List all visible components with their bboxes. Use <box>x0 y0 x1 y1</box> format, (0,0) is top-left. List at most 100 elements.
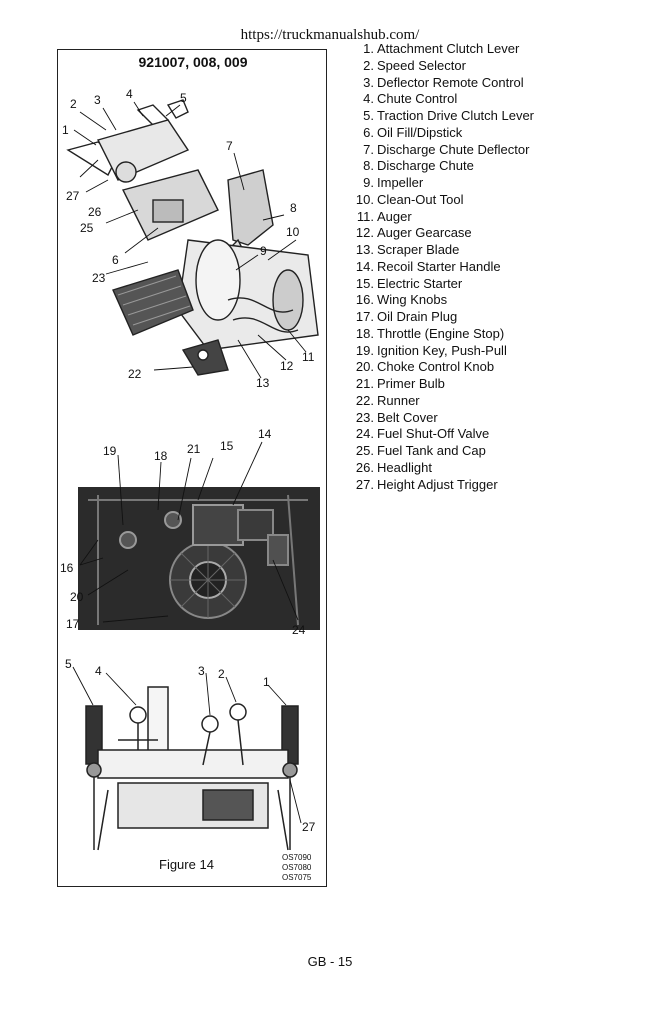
part-label: Clean-Out Tool <box>377 191 464 207</box>
part-number: 15. <box>355 275 374 291</box>
callout-26: 26 <box>88 205 102 219</box>
callout-b5: 5 <box>65 657 72 671</box>
part-number: 7. <box>363 141 374 157</box>
parts-list-item: 27.Height Adjust Trigger <box>348 477 534 494</box>
callout-8: 8 <box>290 201 297 215</box>
callout-18: 18 <box>154 449 168 463</box>
figure-14-panel: 921007, 008, 009 <box>57 49 327 887</box>
page-number: GB - 15 <box>307 954 353 969</box>
part-number: 3. <box>363 74 374 90</box>
parts-list-item: 14.Recoil Starter Handle <box>348 259 534 276</box>
callout-13: 13 <box>256 376 270 390</box>
part-label: Ignition Key, Push-Pull <box>377 342 507 358</box>
callout-24: 24 <box>292 623 306 637</box>
callout-2: 2 <box>70 97 77 111</box>
part-label: Runner <box>377 392 420 408</box>
part-number: 14. <box>355 258 374 274</box>
part-number: 27. <box>355 476 374 492</box>
part-label: Choke Control Knob <box>377 359 495 375</box>
parts-list-item: 4.Chute Control <box>348 91 534 108</box>
parts-list-item: 16.Wing Knobs <box>348 292 534 309</box>
part-number: 1. <box>363 41 374 56</box>
part-label: Auger Gearcase <box>377 225 472 241</box>
parts-list-item: 3.Deflector Remote Control <box>348 75 534 92</box>
parts-list-item: 18.Throttle (Engine Stop) <box>348 326 534 343</box>
part-label: Speed Selector <box>377 57 466 73</box>
parts-list-item: 9.Impeller <box>348 175 534 192</box>
part-number: 9. <box>363 175 374 190</box>
callout-1: 1 <box>62 123 69 137</box>
part-label: Scraper Blade <box>377 242 460 257</box>
part-label: Throttle (Engine Stop) <box>377 325 505 341</box>
part-label: Oil Fill/Dipstick <box>377 124 463 140</box>
parts-list-item: 26.Headlight <box>348 460 534 477</box>
callout-10: 10 <box>286 225 300 239</box>
callout-b1: 1 <box>263 675 270 689</box>
part-number: 11. <box>356 208 374 224</box>
snowthrower-illustration: 1 2 3 4 5 6 7 8 9 10 11 12 13 22 23 25 2… <box>60 87 320 851</box>
part-label: Impeller <box>377 175 424 190</box>
parts-list-item: 10.Clean-Out Tool <box>348 192 534 209</box>
source-url: https://truckmanualshub.com/ <box>240 27 420 43</box>
parts-list-item: 23.Belt Cover <box>348 410 534 427</box>
part-number: 17. <box>355 309 374 324</box>
callout-b4: 4 <box>95 664 102 678</box>
part-number: 5. <box>363 108 374 123</box>
callout-7: 7 <box>226 139 233 153</box>
parts-list-item: 2.Speed Selector <box>348 58 534 75</box>
parts-list-item: 13.Scraper Blade <box>348 242 534 259</box>
part-number: 10. <box>355 191 374 207</box>
parts-list-item: 20.Choke Control Knob <box>348 359 534 376</box>
parts-list-item: 22.Runner <box>348 393 534 410</box>
part-label: Chute Control <box>377 91 458 107</box>
part-label: Belt Cover <box>377 409 438 425</box>
part-label: Fuel Shut-Off Valve <box>377 426 490 442</box>
part-number: 4. <box>363 91 374 107</box>
parts-list-item: 11.Auger <box>348 209 534 226</box>
callout-b3: 3 <box>198 664 205 678</box>
part-number: 24. <box>355 426 374 442</box>
parts-list-item: 6.Oil Fill/Dipstick <box>348 125 534 142</box>
callout-22: 22 <box>128 367 142 381</box>
part-label: Headlight <box>377 459 432 475</box>
callout-21: 21 <box>187 442 201 456</box>
callout-19: 19 <box>103 444 117 458</box>
os-codes: OS7090 OS7080 OS7075 <box>282 853 312 882</box>
callout-11: 11 <box>302 350 315 364</box>
part-number: 18. <box>355 325 374 341</box>
parts-list-item: 25.Fuel Tank and Cap <box>348 443 534 460</box>
callout-14: 14 <box>258 427 272 441</box>
part-label: Deflector Remote Control <box>377 74 524 90</box>
part-number: 19. <box>355 342 374 358</box>
part-label: Auger <box>377 208 412 224</box>
part-number: 6. <box>363 124 374 140</box>
parts-list-item: 5.Traction Drive Clutch Lever <box>348 108 534 125</box>
callout-5: 5 <box>180 91 187 105</box>
parts-list-item: 1.Attachment Clutch Lever <box>348 41 534 58</box>
callout-b2: 2 <box>218 667 225 681</box>
model-label: 921007, 008, 009 <box>138 54 248 70</box>
callout-25: 25 <box>80 221 94 235</box>
parts-list-item: 8.Discharge Chute <box>348 158 534 175</box>
part-number: 23. <box>355 409 374 425</box>
part-number: 20. <box>355 359 374 375</box>
part-label: Discharge Chute <box>377 158 474 174</box>
parts-list-item: 7.Discharge Chute Deflector <box>348 142 534 159</box>
callout-15: 15 <box>220 439 234 453</box>
callout-3: 3 <box>94 93 101 107</box>
part-number: 26. <box>355 459 374 475</box>
callout-27: 27 <box>66 189 80 203</box>
callout-9: 9 <box>260 244 267 258</box>
callout-b27: 27 <box>302 820 316 834</box>
parts-list-item: 19.Ignition Key, Push-Pull <box>348 343 534 360</box>
part-label: Oil Drain Plug <box>377 309 458 324</box>
part-number: 8. <box>363 158 374 174</box>
callout-4: 4 <box>126 87 133 101</box>
parts-list-item: 17.Oil Drain Plug <box>348 309 534 326</box>
callout-6: 6 <box>112 253 119 267</box>
part-label: Wing Knobs <box>377 292 448 308</box>
parts-list-item: 21.Primer Bulb <box>348 376 534 393</box>
parts-list-item: 15.Electric Starter <box>348 276 534 293</box>
callout-20: 20 <box>70 590 84 604</box>
